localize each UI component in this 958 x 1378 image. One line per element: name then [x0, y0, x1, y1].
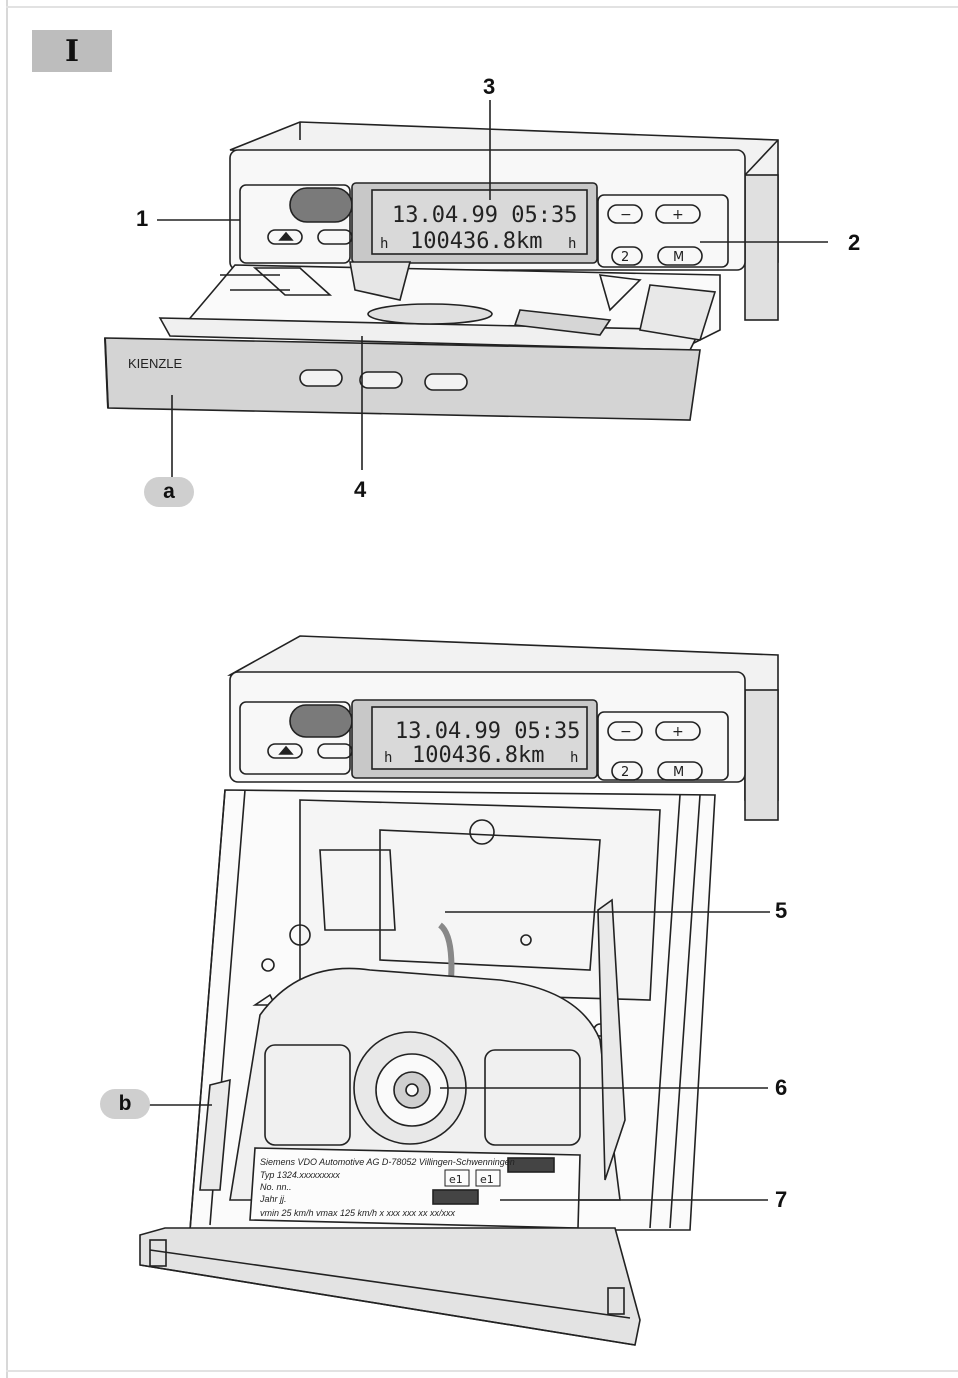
top-m-label: M: [673, 250, 684, 265]
bottom-display-right-sym: h: [570, 750, 578, 766]
top-minus-button: [607, 204, 643, 224]
top-display-line2: 100436.8km: [410, 229, 542, 254]
callout-a: a: [144, 477, 194, 507]
top-drawer-tray: [158, 261, 721, 351]
top-eject-icon: [278, 231, 294, 241]
plate-line5: vmin 25 km/h vmax 125 km/h x xxx xxx xx …: [260, 1208, 456, 1218]
plate-line3: No. nn..: [260, 1182, 292, 1192]
bottom-display-line2: 100436.8km: [412, 743, 544, 768]
plate-mark2: e1: [480, 1173, 494, 1186]
bottom-drawer: [189, 789, 716, 1231]
top-two-button: [611, 246, 643, 266]
bottom-display-left-sym: h: [384, 750, 392, 766]
bottom-plus-label: +: [672, 724, 684, 740]
top-plus-button: [655, 204, 701, 224]
plate-line2: Typ 1324.xxxxxxxxx: [260, 1170, 340, 1180]
bottom-two-button: [611, 761, 643, 781]
page-border-bottom: [6, 1370, 958, 1372]
bottom-eject-button: [267, 743, 303, 759]
plate-line4: Jahr jj.: [259, 1194, 287, 1204]
callout-7: 7: [775, 1187, 788, 1212]
callout-3: 3: [483, 74, 496, 99]
bottom-two-label: 2: [621, 765, 629, 780]
top-minus-label: −: [620, 207, 632, 223]
top-two-label: 2: [621, 250, 629, 265]
top-m-button: [657, 246, 703, 266]
bottom-plus-button: [655, 721, 701, 741]
bottom-display-line1: 13.04.99 05:35: [395, 719, 580, 744]
page-border-left: [6, 0, 8, 1378]
bottom-m-button: [657, 761, 703, 781]
type-plate: [249, 1147, 581, 1229]
top-display-left-sym: h: [380, 236, 388, 252]
top-plus-label: +: [672, 207, 684, 223]
bottom-minus-button: [607, 721, 643, 741]
bottom-front-panel: [139, 1227, 641, 1346]
bottom-card-button: [289, 704, 353, 738]
section-tab: I: [32, 30, 112, 72]
callout-1: 1: [136, 206, 149, 231]
top-card-button: [289, 187, 353, 223]
callout-b: b: [100, 1089, 150, 1119]
plate-mark1: e1: [449, 1173, 463, 1186]
brand-label: KIENZLE: [128, 356, 183, 371]
page-border-top: [6, 6, 958, 8]
top-front-panel: [104, 337, 701, 421]
top-eject-button: [267, 229, 303, 245]
bottom-display: [371, 706, 588, 770]
callout-6: 6: [775, 1075, 788, 1100]
callout-2: 2: [848, 230, 861, 255]
plate-line1: Siemens VDO Automotive AG D-78052 Villin…: [260, 1157, 515, 1167]
bottom-eject-icon: [278, 745, 294, 755]
top-display: [371, 189, 588, 255]
callout-5: 5: [775, 898, 788, 923]
bottom-m-label: M: [673, 765, 684, 780]
callout-4: 4: [354, 477, 367, 502]
top-display-line1: 13.04.99 05:35: [392, 203, 577, 228]
top-display-right-sym: h: [568, 236, 576, 252]
bottom-minus-label: −: [620, 724, 632, 740]
